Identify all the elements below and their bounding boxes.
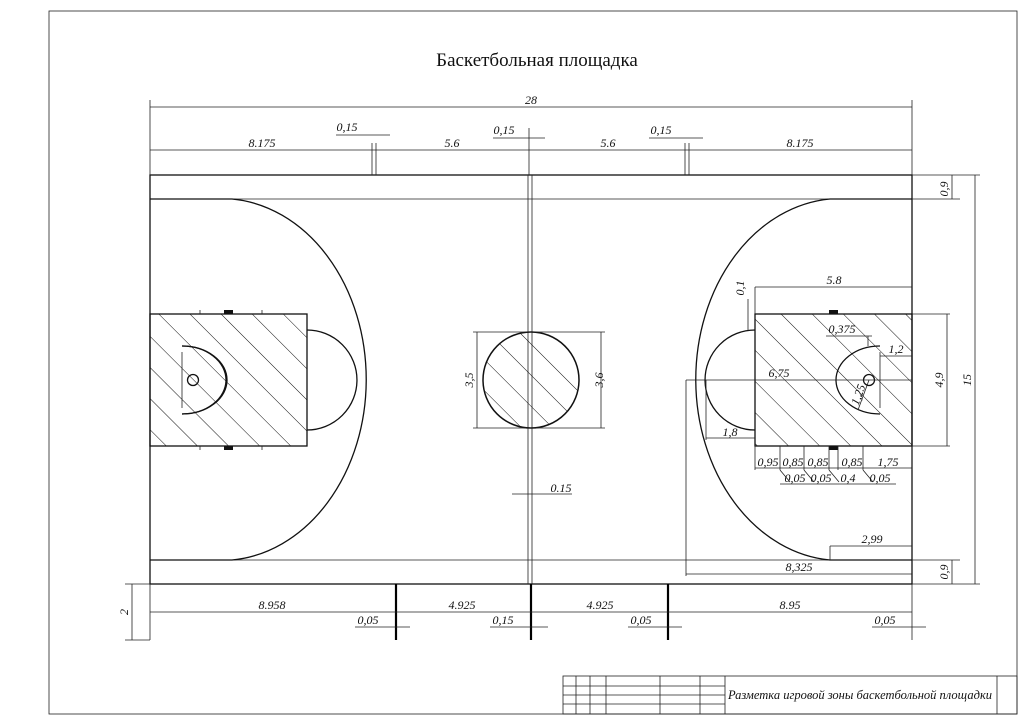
dim-lane-a: 0,95 xyxy=(758,455,779,469)
court xyxy=(149,143,913,585)
dim-three-point-r: 8,325 xyxy=(786,560,813,574)
lane-mark-left-top xyxy=(224,310,233,314)
dim-lane-d: 0,85 xyxy=(842,455,863,469)
drawing-frame xyxy=(48,10,1018,715)
dim-bottom-mid-l: 4.925 xyxy=(449,598,476,612)
dim-lane-h: 0,4 xyxy=(841,471,856,485)
key-left xyxy=(149,313,308,447)
free-throw-semicircle-left xyxy=(306,329,358,431)
dim-circle-right: 3,6 xyxy=(592,373,606,389)
dim-right-total: 15 xyxy=(960,374,974,386)
lane-mark-right-bottom xyxy=(829,446,838,450)
drawing-title: Баскетбольная площадка xyxy=(436,50,638,71)
dim-corner-three: 2,99 xyxy=(862,532,883,546)
dim-bottom-mid-r: 4.925 xyxy=(587,598,614,612)
center-circle xyxy=(482,331,580,429)
circle-dimensions: 3,5 3,6 0.15 xyxy=(462,331,606,495)
dim-bottom-center: 0,15 xyxy=(493,613,514,627)
dim-bottom-r1: 0,05 xyxy=(631,613,652,627)
dim-lane-f: 0,05 xyxy=(785,471,806,485)
dim-lane-e: 1,75 xyxy=(878,455,899,469)
dim-top-center: 0,15 xyxy=(494,123,515,137)
right-dimensions: 0,9 15 0,9 4,9 xyxy=(912,174,980,585)
dim-right-bottom-margin: 0,9 xyxy=(937,565,951,580)
dim-bottom-right-seg: 8.95 xyxy=(780,598,801,612)
dim-top-mid-r: 5.6 xyxy=(601,136,616,150)
dim-key-gap: 0,1 xyxy=(733,281,747,296)
dim-key-width: 5.8 xyxy=(827,273,842,287)
dim-lane-g: 0,05 xyxy=(811,471,832,485)
inner-arc-left xyxy=(181,345,227,415)
dim-key-offset: 0,375 xyxy=(829,322,856,336)
lane-mark-left-bottom xyxy=(224,446,233,450)
dim-free-throw-r: 1,25 xyxy=(848,382,868,407)
dim-bottom-left-seg: 8.958 xyxy=(259,598,286,612)
dim-lane-c: 0,85 xyxy=(808,455,829,469)
lane-mark-right-top xyxy=(829,310,838,314)
dim-side-depth: 2 xyxy=(117,609,131,615)
dim-top-mid-l: 5.6 xyxy=(445,136,460,150)
dim-lane-i: 0,05 xyxy=(870,471,891,485)
dim-bottom-l1: 0,05 xyxy=(358,613,379,627)
dim-bottom-r2: 0,05 xyxy=(875,613,896,627)
three-point-arc-left xyxy=(150,198,367,561)
title-block-caption: Разметка игровой зоны баскетбольной площ… xyxy=(727,688,992,702)
dim-lane-b: 0,85 xyxy=(783,455,804,469)
dim-semi-r: 1,8 xyxy=(723,425,738,439)
dim-hoop-dist: 1,2 xyxy=(889,342,904,356)
dim-key-height: 4,9 xyxy=(932,373,946,388)
dim-key-inner: 6,75 xyxy=(769,366,790,380)
three-point-arc-right xyxy=(695,198,912,561)
dim-top-right-seg: 8.175 xyxy=(787,136,814,150)
hoop-left xyxy=(186,373,200,387)
dim-circle-left: 3,5 xyxy=(462,373,476,389)
right-key-dimensions: 5.8 0,1 0,375 1,2 6,75 1,25 1,8 0,95 0,8… xyxy=(685,273,913,576)
top-dimensions: 28 8.175 5.6 5.6 8.175 0,15 0,15 0,15 xyxy=(149,93,913,175)
dim-top-total: 28 xyxy=(525,93,537,107)
title-block: Разметка игровой зоны баскетбольной площ… xyxy=(562,675,1018,715)
dim-top-left-seg: 8.175 xyxy=(249,136,276,150)
bottom-dimensions: 8.958 4.925 4.925 8.95 0,05 0,15 0,05 0,… xyxy=(117,583,926,641)
dim-top-post-l: 0,15 xyxy=(337,120,358,134)
dim-center-line: 0.15 xyxy=(551,481,572,495)
dim-right-top-margin: 0,9 xyxy=(937,182,951,197)
dim-top-post-r: 0,15 xyxy=(651,123,672,137)
